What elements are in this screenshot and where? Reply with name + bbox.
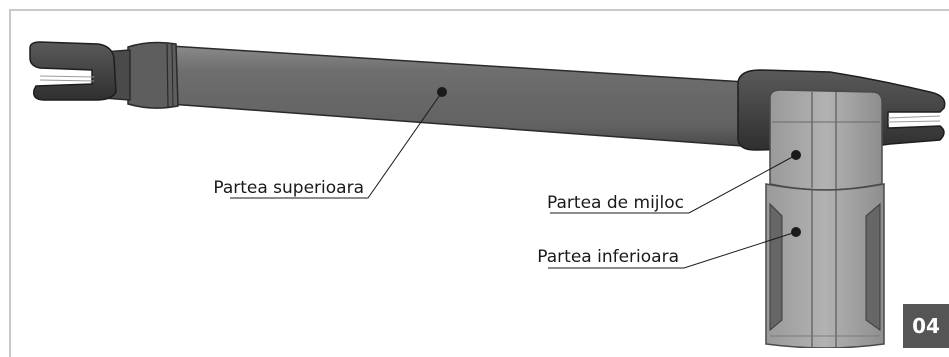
side-vent-right <box>865 202 881 331</box>
rear-bracket <box>29 41 117 101</box>
label-upper: Partea superioara <box>213 178 364 198</box>
middle-part <box>769 89 883 191</box>
callout-line-lower <box>548 231 797 269</box>
callout-upper: Partea superioara <box>213 87 447 199</box>
middle-housing <box>769 89 883 191</box>
callout-lower: Partea inferioara <box>537 227 801 269</box>
callout-line-middle <box>550 154 797 214</box>
callout-line-upper <box>230 91 443 199</box>
page-number-badge: 04 <box>903 304 949 348</box>
main-tube <box>169 45 746 147</box>
label-lower: Partea inferioara <box>537 247 679 267</box>
tube-collar <box>127 41 179 109</box>
actuator-diagram: Partea superioara Partea de mijloc Parte… <box>29 41 946 348</box>
upper-part <box>29 41 746 147</box>
callout-middle: Partea de mijloc <box>547 150 801 214</box>
diagram-frame <box>9 9 949 357</box>
lower-part <box>765 183 885 348</box>
label-middle: Partea de mijloc <box>547 193 684 213</box>
side-vent-left <box>769 202 783 332</box>
